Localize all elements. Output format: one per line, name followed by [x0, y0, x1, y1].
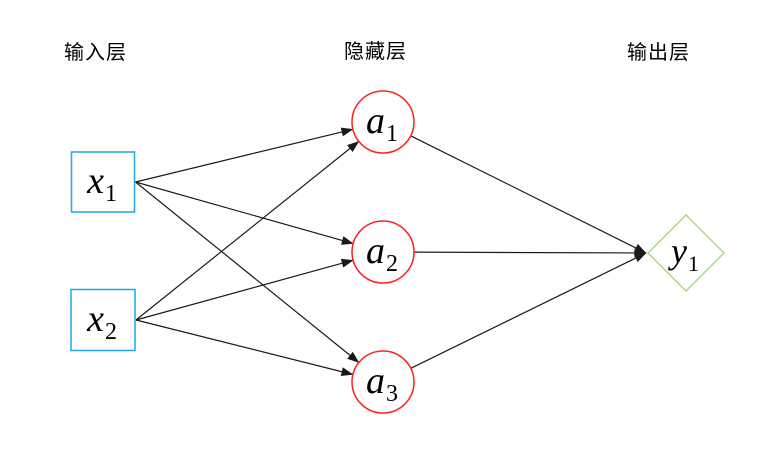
edge-x1-a3 — [135, 181, 360, 363]
edge-x2-a3 — [135, 319, 354, 377]
a1-circle-shape — [351, 90, 415, 154]
node-a2: a2 — [351, 220, 415, 284]
edge-x2-a2 — [135, 258, 354, 321]
x1-label: x1 — [86, 160, 117, 207]
a2-circle-shape — [351, 220, 415, 284]
edge-x1-a1 — [135, 127, 354, 183]
y1-label: y1 — [668, 231, 699, 276]
input-layer-label: 输入层 — [64, 42, 127, 64]
x2-label: x2 — [86, 298, 117, 345]
a3-circle-shape — [351, 350, 415, 414]
a2-label: a2 — [366, 230, 398, 277]
node-a1: a1 — [351, 90, 415, 154]
node-y1: y1 — [647, 214, 725, 292]
output-layer-label: 输出层 — [627, 42, 690, 64]
a1-label: a1 — [366, 100, 398, 147]
x2-square-shape — [70, 288, 136, 352]
a3-label: a3 — [366, 360, 398, 407]
node-x1: x1 — [70, 151, 136, 213]
y1-diamond-shape — [647, 214, 725, 292]
edge-a3-y1 — [410, 252, 647, 369]
node-a3: a3 — [351, 350, 415, 414]
edge-x1-a2 — [135, 181, 354, 245]
edge-x2-a1 — [135, 140, 360, 321]
node-x2: x2 — [70, 288, 136, 352]
x1-square-shape — [70, 151, 136, 213]
hidden-layer-label: 隐藏层 — [344, 41, 407, 63]
edge-a2-y1 — [413, 248, 647, 258]
edge-a1-y1 — [410, 135, 647, 254]
